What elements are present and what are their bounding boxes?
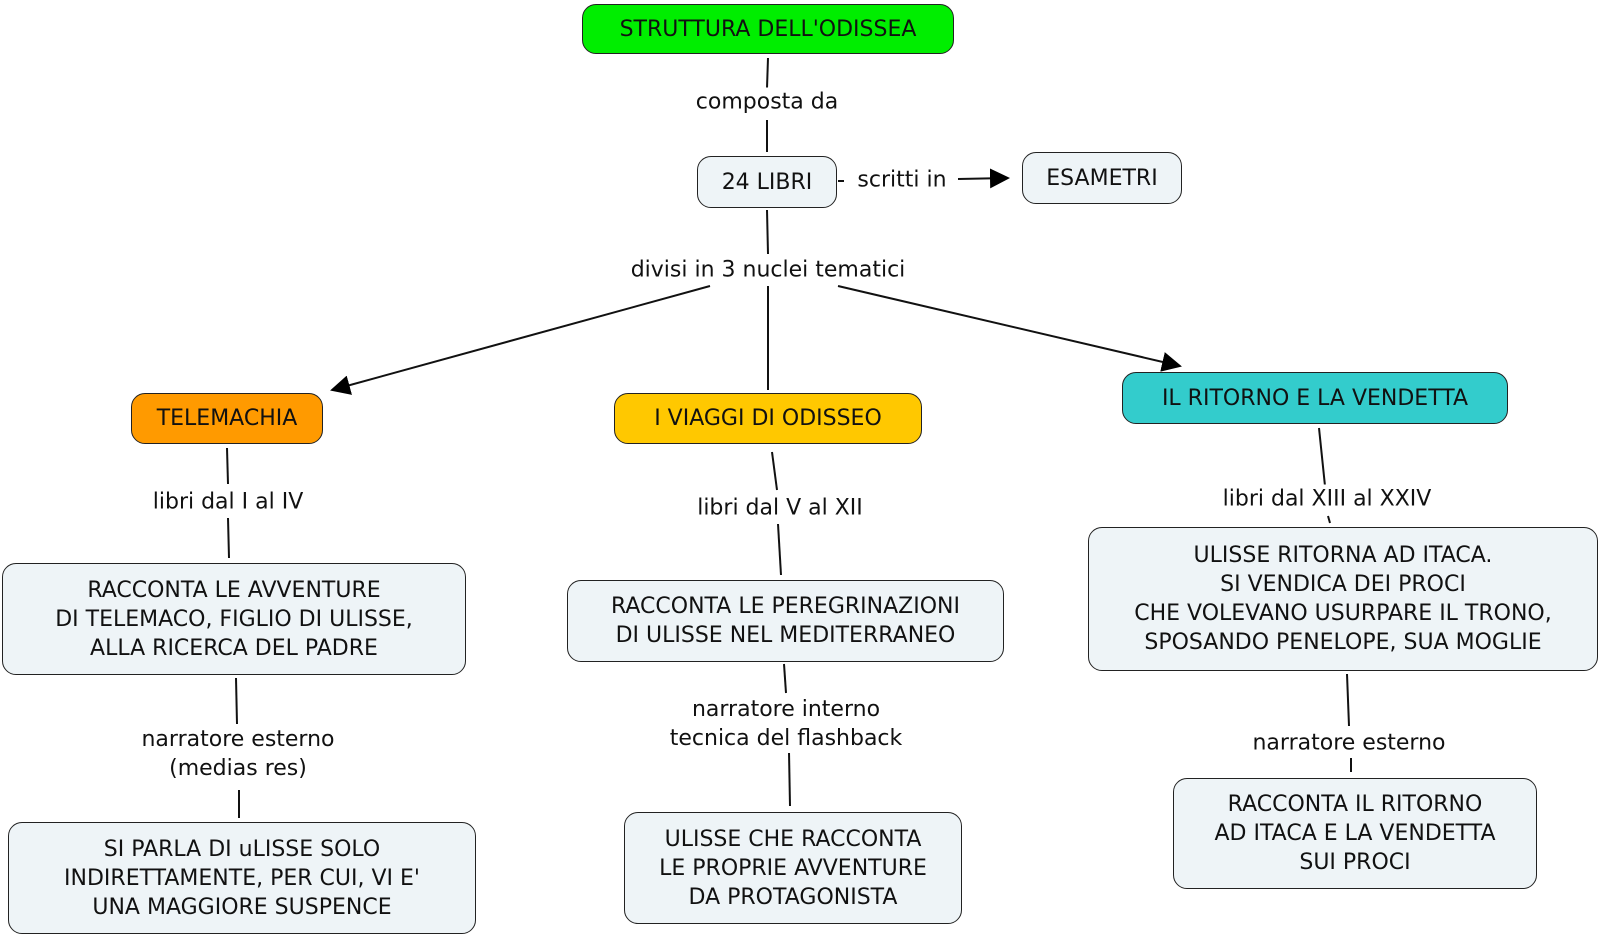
link-label-narr-tele: narratore esterno (medias res): [137, 725, 339, 783]
line-libri-divisi: [766, 209, 769, 255]
line-teledesc-narr: [235, 677, 238, 725]
line-ritornodesc-narr: [1346, 673, 1350, 727]
link-label-narr-ritorno: narratore esterno: [1248, 728, 1450, 758]
line-viaggi-libri: [771, 451, 778, 491]
link-label-libri-tele: libri dal I al IV: [148, 487, 308, 517]
node-esametri[interactable]: ESAMETRI: [1022, 152, 1182, 204]
node-viaggi-narr[interactable]: ULISSE CHE RACCONTA LE PROPRIE AVVENTURE…: [624, 812, 962, 924]
node-telemachia-narr[interactable]: SI PARLA DI uLISSE SOLO INDIRETTAMENTE, …: [8, 822, 476, 934]
line-divisi-ritorno: [837, 285, 1182, 372]
link-label-scritti: scritti in: [853, 165, 951, 195]
link-label-libri-ritorno: libri dal XIII al XXIV: [1218, 484, 1436, 514]
node-ritorno-desc[interactable]: ULISSE RITORNA AD ITACA. SI VENDICA DEI …: [1088, 527, 1598, 671]
node-viaggi-desc[interactable]: RACCONTA LE PEREGRINAZIONI DI ULISSE NEL…: [567, 580, 1004, 662]
line-divisi-telemachia: [330, 285, 711, 395]
node-24-libri[interactable]: 24 LIBRI: [697, 156, 837, 208]
link-label-divisi: divisi in 3 nuclei tematici: [626, 255, 910, 285]
line-narr-viagginarr: [788, 751, 791, 807]
line-scritti-esametri: [957, 168, 1010, 189]
line-root-composta: [766, 57, 769, 89]
line-tele-libri: [226, 447, 229, 485]
link-label-composta: composta da: [691, 87, 843, 117]
line-libri-ritornodesc: [1327, 515, 1331, 524]
link-label-libri-viaggi: libri dal V al XII: [693, 493, 867, 523]
line-libri-viaggidesc: [777, 523, 782, 576]
node-viaggi[interactable]: I VIAGGI DI ODISSEO: [614, 393, 922, 444]
node-telemachia[interactable]: TELEMACHIA: [131, 393, 323, 444]
node-ritorno[interactable]: IL RITORNO E LA VENDETTA: [1122, 372, 1508, 424]
line-viaggidesc-narr: [783, 663, 787, 694]
node-ritorno-narr[interactable]: RACCONTA IL RITORNO AD ITACA E LA VENDET…: [1173, 778, 1537, 889]
node-root[interactable]: STRUTTURA DELL'ODISSEA: [582, 4, 954, 54]
node-telemachia-desc[interactable]: RACCONTA LE AVVENTURE DI TELEMACO, FIGLI…: [2, 563, 466, 675]
link-label-narr-viaggi: narratore interno tecnica del flashback: [665, 695, 907, 753]
line-libri-teledesc: [227, 517, 230, 559]
line-ritorno-libri: [1318, 427, 1326, 487]
